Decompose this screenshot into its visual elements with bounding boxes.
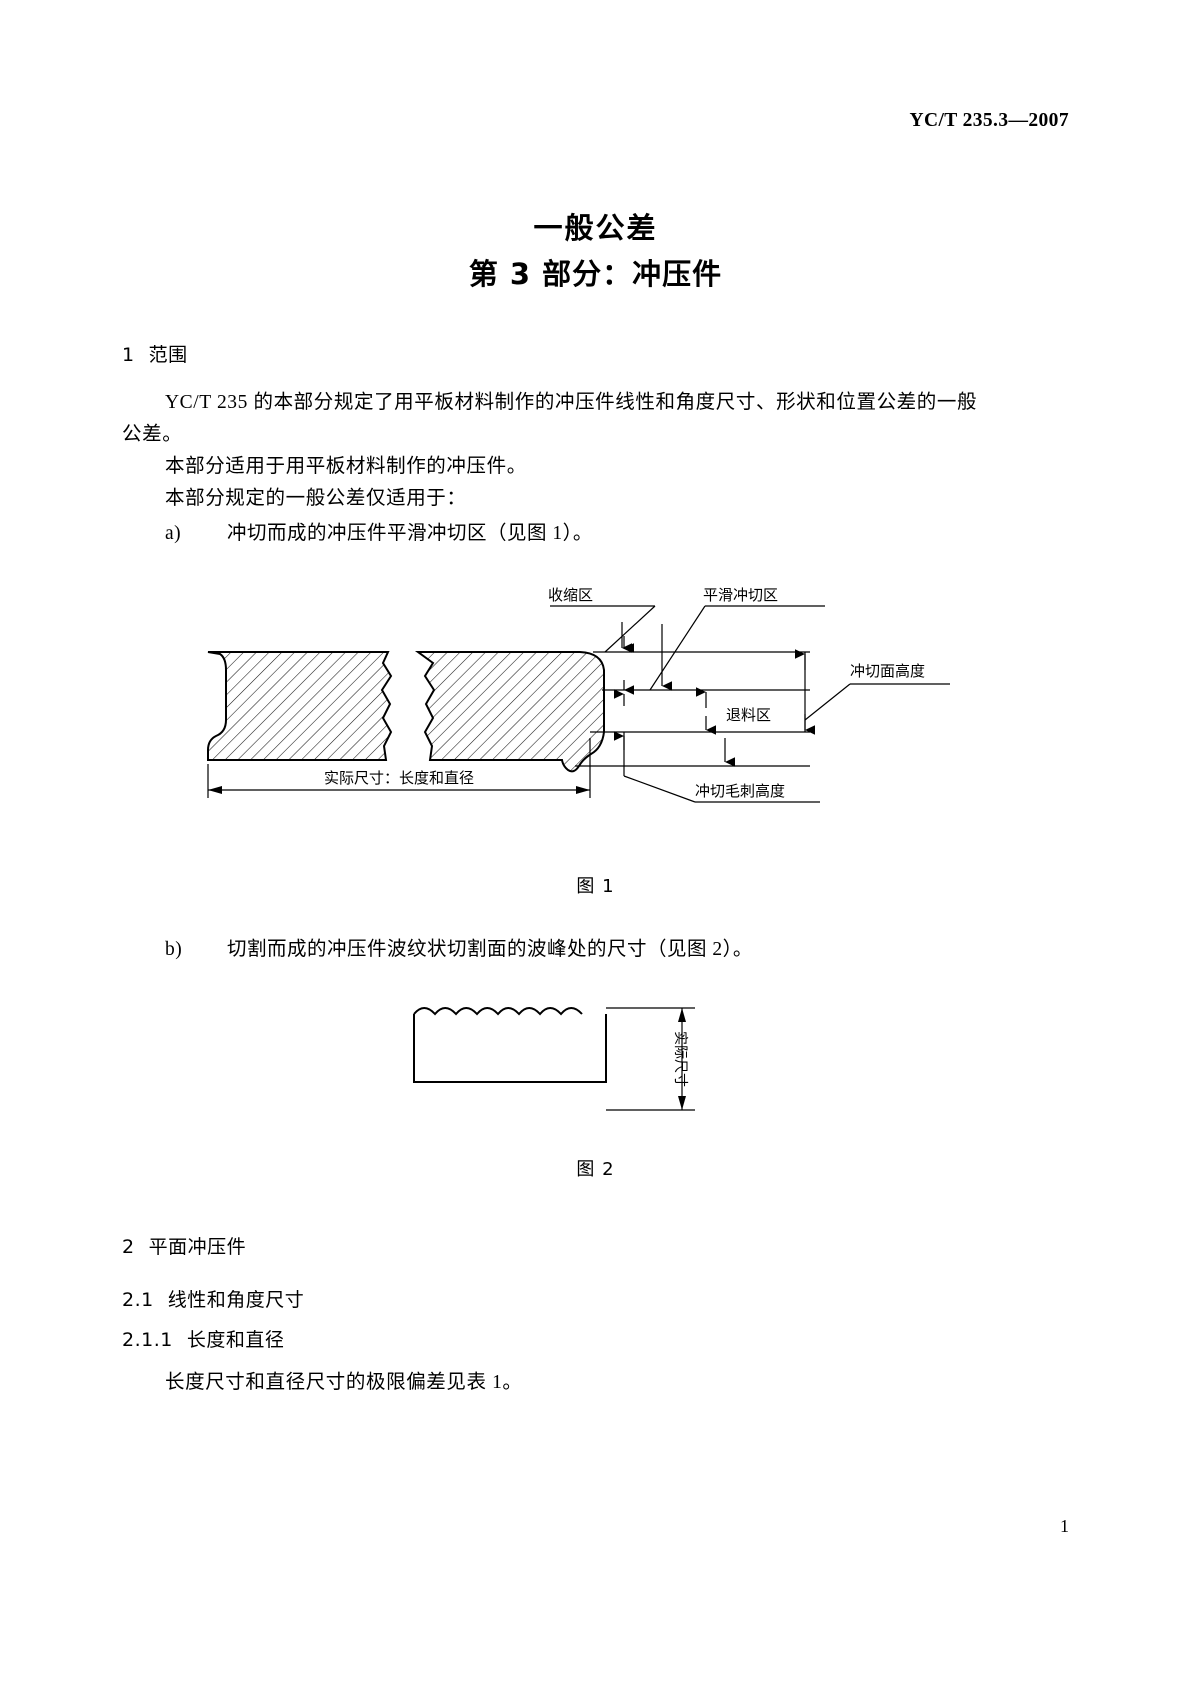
leader-burr-height (623, 732, 820, 803)
leader-shrink-zone (550, 605, 656, 653)
leader-smooth-zone (649, 605, 825, 691)
paragraph-2: 本部分适用于用平板材料制作的冲压件。 (165, 456, 527, 477)
figure-1-label-strip-zone: 退料区 (726, 706, 771, 724)
figure-1-caption: 图 1 (576, 876, 615, 897)
list-marker-b: b) (165, 939, 183, 960)
paragraph-1-line-1: YC/T 235 的本部分规定了用平板材料制作的冲压件线性和角度尺寸、形状和位置… (165, 392, 978, 413)
dimension-actual-size-2 (678, 1008, 686, 1110)
material-block-left (207, 651, 393, 761)
title-line-2: 第 3 部分：冲压件 (468, 257, 723, 291)
paragraph-2-1-1: 长度尺寸和直径尺寸的极限偏差见表 1。 (165, 1372, 523, 1393)
figure-2-reference-lines (606, 1007, 695, 1111)
section-heading-2: 2 平面冲压件 (122, 1232, 246, 1259)
section-title: 范围 (148, 344, 188, 366)
figure-1-label-shrink-zone: 收缩区 (548, 586, 593, 604)
section-heading-2-1: 2.1 线性和角度尺寸 (122, 1285, 304, 1312)
section-title-2-1: 线性和角度尺寸 (167, 1289, 305, 1311)
title-line-1: 一般公差 (533, 211, 658, 245)
dimension-reference-lines (575, 651, 810, 767)
dimension-face-height (794, 649, 950, 735)
list-text-a: 冲切而成的冲压件平滑冲切区（见图 1）。 (227, 523, 593, 544)
list-marker-a: a) (165, 523, 182, 544)
figure-2: 实际尺寸 (410, 1000, 750, 1130)
material-block-right (414, 651, 605, 773)
section-number-2-1: 2.1 (122, 1289, 154, 1311)
section-heading-1: 1 范围 (122, 340, 188, 367)
figure-1: 收缩区 平滑冲切区 退料区 (150, 580, 1050, 845)
dimension-actual-size (207, 738, 591, 798)
section-number-2-1-1: 2.1.1 (122, 1329, 173, 1351)
page-number: 1 (1060, 1516, 1069, 1536)
section-number: 1 (122, 344, 135, 366)
figure-1-label-face-height: 冲切面高度 (850, 662, 925, 680)
section-title-2-1-1: 长度和直径 (186, 1329, 285, 1351)
list-text-b: 切割而成的冲压件波纹状切割面的波峰处的尺寸（见图 2）。 (227, 939, 753, 960)
paragraph-3: 本部分规定的一般公差仅适用于： (165, 488, 467, 509)
list-item-a: a) 冲切而成的冲压件平滑冲切区（见图 1）。 (165, 516, 593, 545)
figure-1-label-smooth-zone: 平滑冲切区 (703, 586, 778, 604)
paragraph-1-line-2: 公差。 (122, 424, 183, 445)
section-number-2: 2 (122, 1236, 135, 1258)
figure-1-drawing: 收缩区 平滑冲切区 退料区 (207, 586, 950, 803)
section-heading-2-1-1: 2.1.1 长度和直径 (122, 1325, 284, 1352)
figure-1-label-actual-size: 实际尺寸：长度和直径 (324, 769, 474, 787)
figure-2-label-actual-size: 实际尺寸 (672, 1031, 688, 1087)
standard-code-header: YC/T 235.3—2007 (909, 110, 1069, 131)
section-title-2: 平面冲压件 (148, 1236, 247, 1258)
figure-2-drawing: 实际尺寸 (413, 1007, 695, 1111)
list-item-b: b) 切割而成的冲压件波纹状切割面的波峰处的尺寸（见图 2）。 (165, 932, 753, 961)
figure-1-label-burr-height: 冲切毛刺高度 (695, 782, 785, 800)
figure-2-caption: 图 2 (576, 1159, 615, 1180)
page-title: 一般公差 第 3 部分：冲压件 (0, 205, 1191, 297)
wavy-cut-specimen (413, 1007, 607, 1083)
